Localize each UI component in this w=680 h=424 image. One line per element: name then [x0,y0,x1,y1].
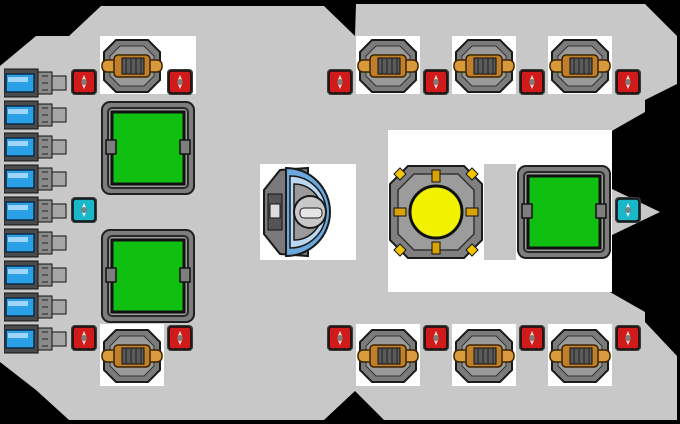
cannon-turret[interactable] [548,326,612,386]
red-valve-icon [615,69,641,95]
valve-red[interactable] [614,68,642,96]
thruster[interactable] [3,164,68,194]
valve-red[interactable] [326,324,354,352]
thruster-engine-icon [3,196,67,226]
cannon-turret-icon [357,329,419,383]
thruster-engine-icon [3,260,67,290]
valve-red[interactable] [614,324,642,352]
thruster[interactable] [3,228,68,258]
valve-red[interactable] [518,324,546,352]
valve-red[interactable] [518,68,546,96]
hull-gap [484,164,516,260]
reactor[interactable] [388,164,484,260]
cyan-valve-icon [71,197,97,223]
green-cargo-pad-icon [517,165,611,259]
thruster[interactable] [3,260,68,290]
thruster[interactable] [3,196,68,226]
cannon-turret-icon [357,39,419,93]
cannon-turret-icon [101,329,163,383]
green-cargo-pad-icon [101,229,195,323]
valve-red[interactable] [422,68,450,96]
thruster-engine-icon [3,324,67,354]
cannon-turret[interactable] [452,36,516,96]
cannon-turret[interactable] [452,326,516,386]
red-valve-icon [423,325,449,351]
valve-red[interactable] [166,68,194,96]
thruster-engine-icon [3,164,67,194]
cockpit-dome-icon [263,166,331,258]
valve-red[interactable] [326,68,354,96]
valve-cyan[interactable] [614,196,642,224]
thruster[interactable] [3,100,68,130]
valve-red[interactable] [70,68,98,96]
thruster[interactable] [3,132,68,162]
red-valve-icon [71,69,97,95]
cannon-turret[interactable] [100,36,164,96]
valve-red[interactable] [70,324,98,352]
green-cargo-pad-icon [101,101,195,195]
red-valve-icon [423,69,449,95]
valve-cyan[interactable] [70,196,98,224]
red-valve-icon [519,69,545,95]
red-valve-icon [327,325,353,351]
reactor-core-icon [389,165,483,259]
red-valve-icon [327,69,353,95]
red-valve-icon [615,325,641,351]
thruster[interactable] [3,68,68,98]
valve-red[interactable] [422,324,450,352]
thruster[interactable] [3,292,68,322]
cannon-turret-icon [549,329,611,383]
red-valve-icon [167,69,193,95]
cannon-turret-icon [453,329,515,383]
cargo-pad[interactable] [516,164,612,260]
cargo-pad[interactable] [100,100,196,196]
thruster-engine-icon [3,132,67,162]
cannon-turret[interactable] [356,36,420,96]
thruster-engine-icon [3,68,67,98]
cargo-pad[interactable] [100,228,196,324]
red-valve-icon [519,325,545,351]
cannon-turret[interactable] [356,326,420,386]
red-valve-icon [71,325,97,351]
cannon-turret[interactable] [548,36,612,96]
cannon-turret-icon [453,39,515,93]
red-valve-icon [167,325,193,351]
valve-red[interactable] [166,324,194,352]
thruster-engine-icon [3,228,67,258]
thruster-engine-icon [3,292,67,322]
cannon-turret[interactable] [100,326,164,386]
cockpit[interactable] [260,164,356,260]
cannon-turret-icon [549,39,611,93]
thruster-engine-icon [3,100,67,130]
cyan-valve-icon [615,197,641,223]
cannon-turret-icon [101,39,163,93]
thruster[interactable] [3,324,68,354]
